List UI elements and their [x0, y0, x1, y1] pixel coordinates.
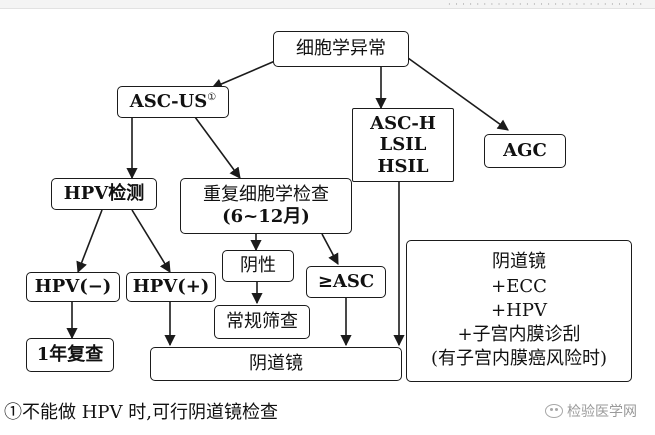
negative-node: 阴性 — [222, 250, 294, 282]
agc-hpv-label: +HPV — [491, 299, 547, 321]
recheck-1y-label: 1年复查 — [36, 344, 104, 366]
colposcopy-node: 阴道镜 — [150, 347, 402, 381]
routine-screening-label: 常规筛查 — [226, 311, 298, 333]
ge-asc-label: ≥ASC — [317, 271, 375, 293]
hpv-test-label: HPV检测 — [63, 183, 145, 205]
watermark: 检验医学网 — [545, 401, 637, 421]
hpv-positive-label: HPV(+) — [132, 276, 210, 298]
top-right-dots: · · · · · · · · · · · · · · · · · · · · … — [448, 0, 643, 9]
negative-label: 阴性 — [240, 255, 276, 277]
agc-endometrial-risk-note: (有子宫内膜癌风险时) — [430, 348, 608, 370]
lsil-label: LSIL — [379, 134, 427, 156]
repeat-cytology-node: 重复细胞学检查 (6~12月) — [180, 178, 352, 234]
arrow-root-to-agc — [407, 57, 509, 131]
wechat-icon — [545, 404, 563, 418]
agc-ecc-label: +ECC — [491, 275, 547, 297]
agc-workup-node: 阴道镜 +ECC +HPV +子宫内膜诊刮 (有子宫内膜癌风险时) — [406, 240, 632, 382]
hpv-negative-node: HPV(−) — [26, 272, 120, 302]
agc-node: AGC — [484, 134, 566, 168]
routine-screening-node: 常规筛查 — [214, 305, 310, 339]
top-border-strip — [0, 0, 655, 9]
agc-label: AGC — [503, 140, 547, 162]
recheck-1y-node: 1年复查 — [26, 338, 114, 372]
asc-h-lsil-hsil-node: ASC-H LSIL HSIL — [352, 108, 454, 182]
repeat-cytology-label: 重复细胞学检查 — [203, 183, 329, 205]
arrow-asc-us-to-repeat — [194, 116, 241, 179]
root-node: 细胞学异常 — [273, 31, 409, 67]
arrow-repeat-to-ge-asc — [321, 233, 339, 265]
colposcopy-label: 阴道镜 — [249, 353, 303, 375]
asc-us-node: ASC-US① — [117, 86, 229, 118]
arrow-hpv-test-to-pos — [131, 209, 171, 273]
hpv-test-node: HPV检测 — [51, 178, 157, 210]
hpv-negative-label: HPV(−) — [34, 276, 112, 298]
asc-us-label: ASC-US — [129, 91, 208, 113]
hpv-positive-node: HPV(+) — [126, 272, 216, 302]
arrow-root-to-asc-us — [210, 57, 283, 90]
agc-endometrial-curettage-label: +子宫内膜诊刮 — [457, 324, 581, 346]
asc-h-label: ASC-H — [370, 112, 436, 134]
footnote: ①不能做 HPV 时,可行阴道镜检查 — [4, 402, 278, 423]
root-label: 细胞学异常 — [296, 38, 386, 60]
repeat-cytology-interval: (6~12月) — [222, 206, 310, 227]
agc-colposcopy-label: 阴道镜 — [492, 251, 546, 273]
arrow-hpv-test-to-neg — [76, 209, 103, 274]
hsil-label: HSIL — [377, 155, 429, 177]
asc-us-footnote-marker: ① — [207, 92, 217, 104]
ge-asc-node: ≥ASC — [306, 266, 386, 298]
watermark-label: 检验医学网 — [567, 404, 637, 420]
